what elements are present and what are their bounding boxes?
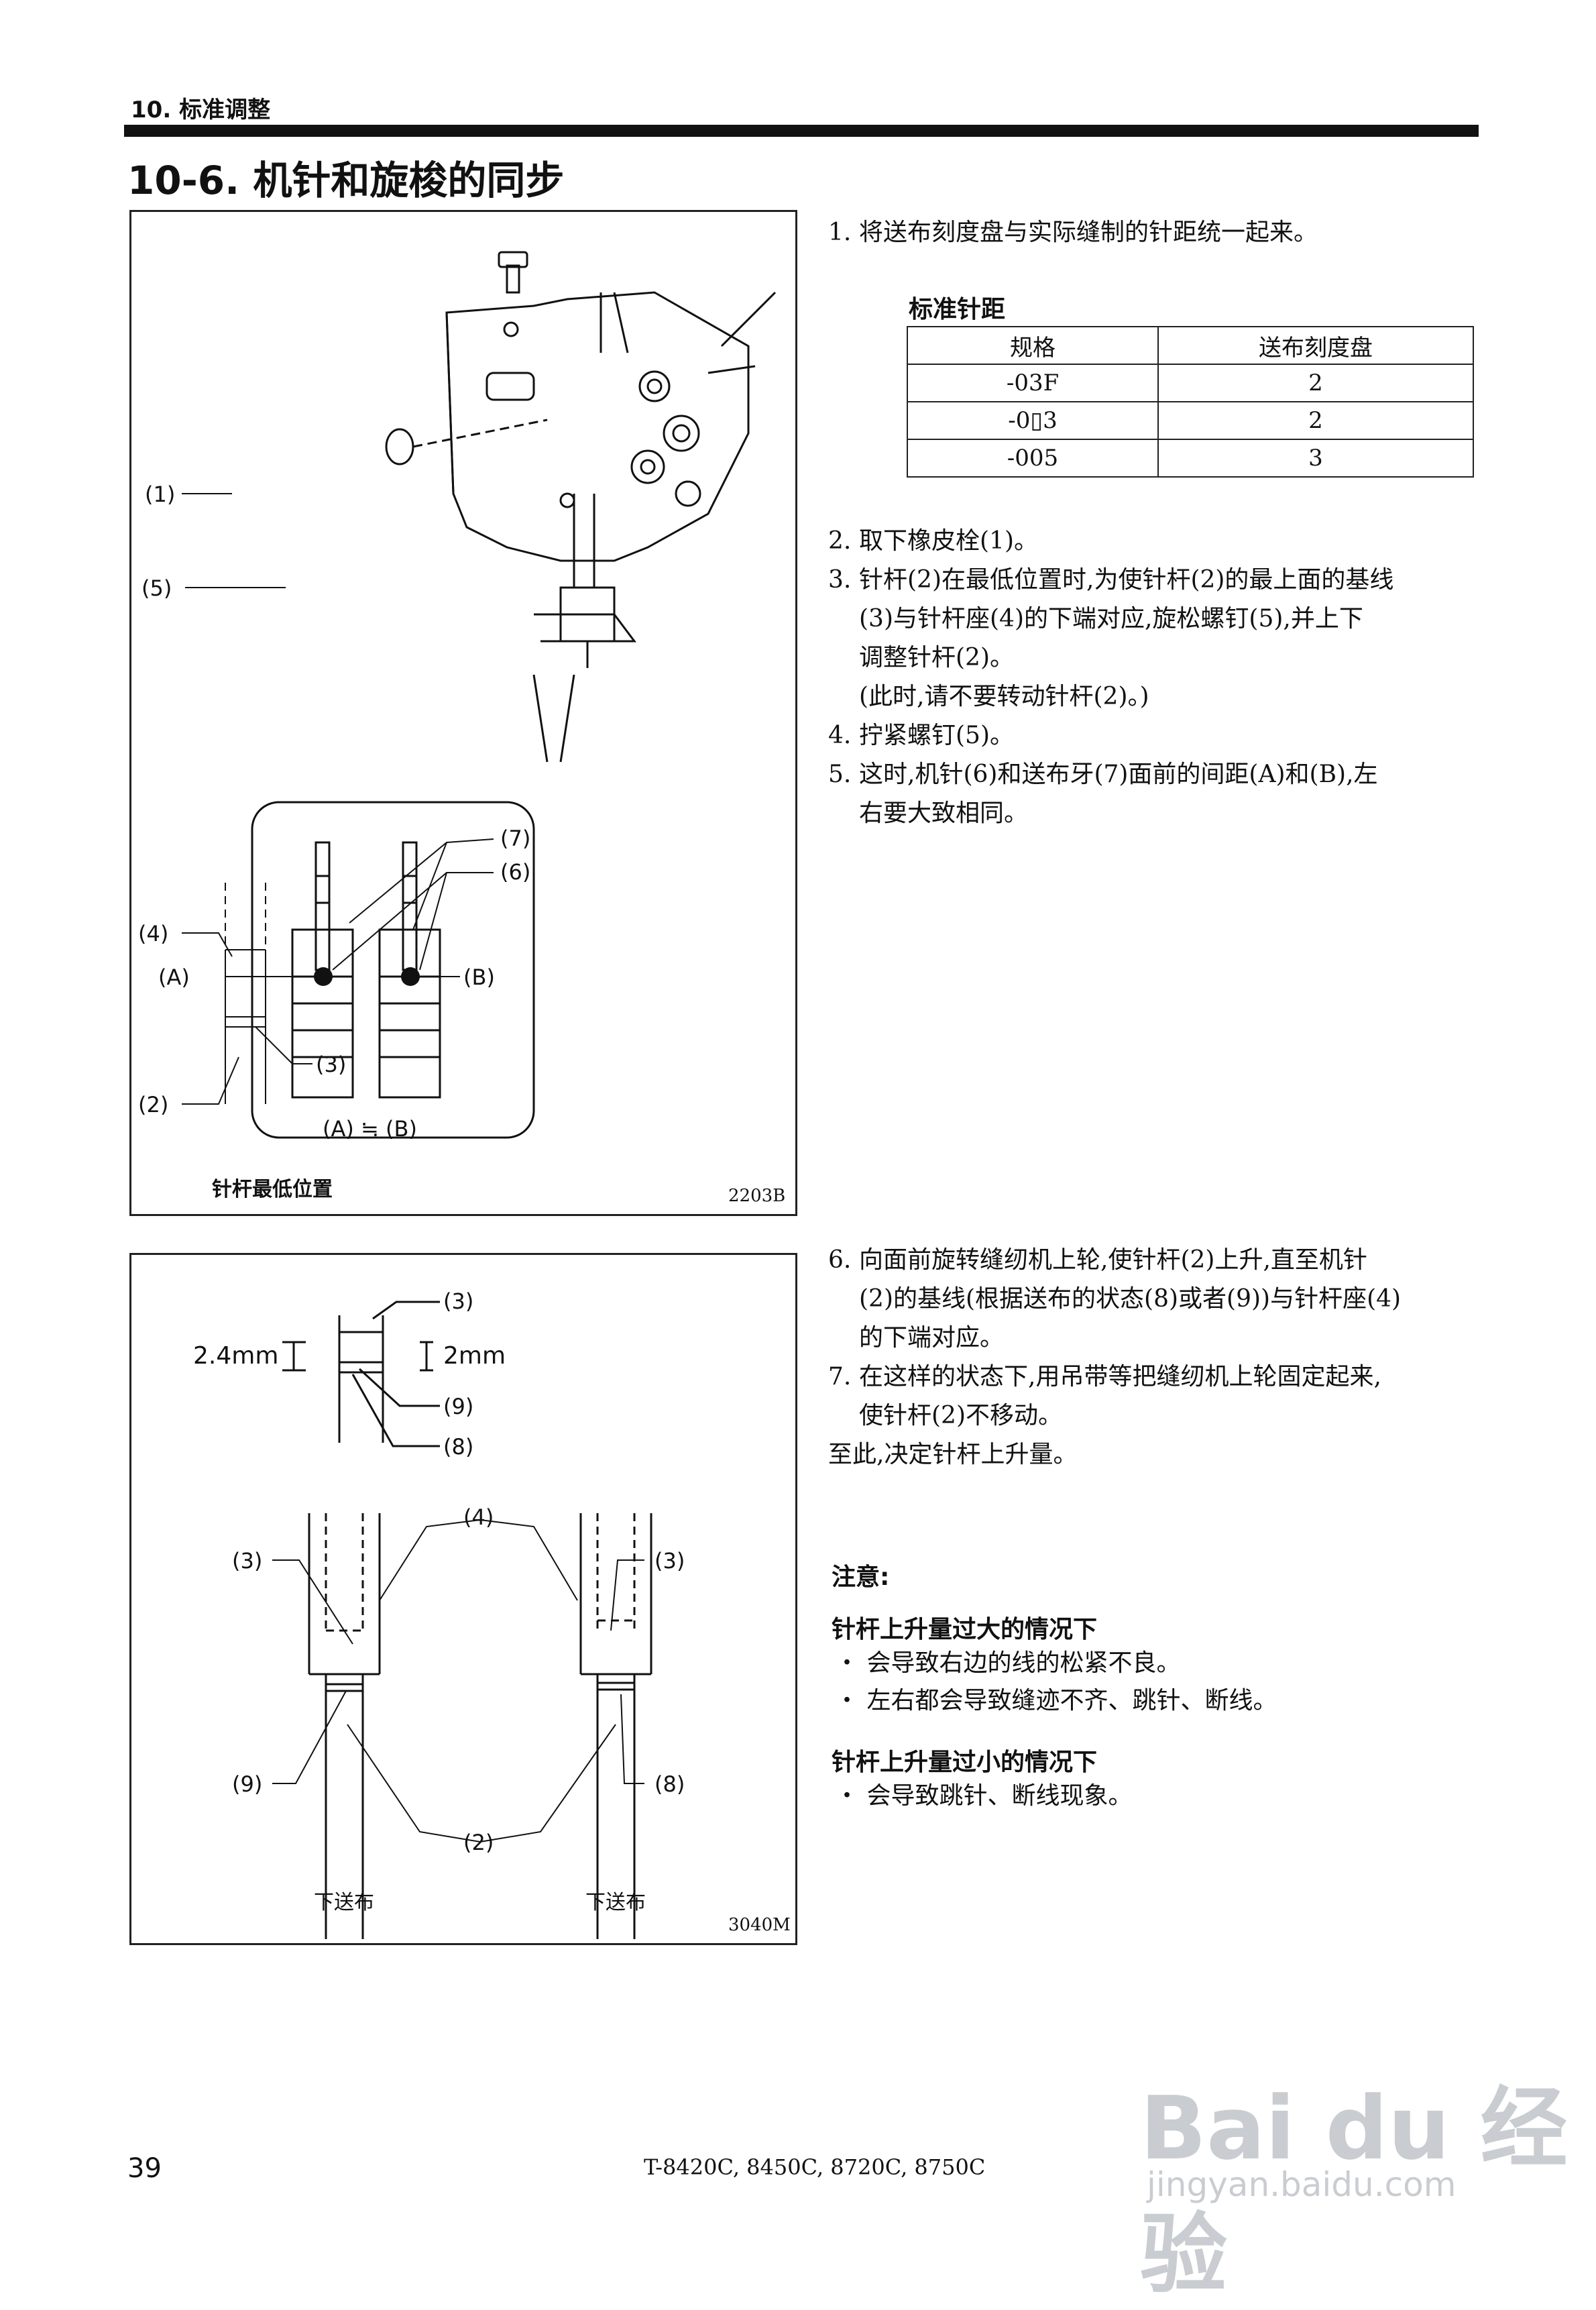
table-row: -005 3 [907,439,1474,478]
table-header: 规格 [907,326,1159,365]
model-numbers: T-8420C, 8450C, 8720C, 8750C [644,2154,986,2180]
step-5: 5.这时,机针(6)和送布牙(7)面前的间距(A)和(B),左 [828,761,1378,788]
callout-2: (2) [138,1092,168,1117]
needle-right-dot [401,967,420,986]
callout-a: (A) [158,965,190,990]
steps-2-to-5: 2.取下橡皮栓(1)。 3.针杆(2)在最低位置时,为使针杆(2)的最上面的基线… [828,522,1472,833]
notes-title: 注意: [832,1563,890,1591]
spec-table: 规格 送布刻度盘 -03F 2 -0▯3 2 -005 3 [907,326,1474,478]
dim-left: 2.4mm [193,1342,278,1370]
list-item: ・ 左右都会导致缝迹不齐、跳针、断线。 [835,1687,1277,1714]
needle-bar-rise-diagram: 2.4mm 2mm (3) (9) (8) (4) (3) (3) (9) (8… [193,1288,685,1939]
notes-case1-title: 针杆上升量过大的情况下 [832,1616,1098,1643]
caption-left: 下送布 [314,1891,374,1914]
table-header: 送布刻度盘 [1157,326,1474,365]
callout-3-top: (3) [443,1288,473,1314]
list-item: ・ 会导致跳针、断线现象。 [835,1782,1133,1810]
step-6: 6.向面前旋转缝纫机上轮,使针杆(2)上升,直至机针 [828,1246,1367,1274]
callout-9-left: (9) [232,1771,262,1797]
callout-6: (6) [500,859,530,885]
table-row: -03F 2 [907,364,1474,402]
page-number: 39 [127,2153,162,2184]
conclusion: 至此,决定针杆上升量。 [828,1441,1078,1468]
callout-8-right: (8) [654,1771,685,1797]
step-2: 2.取下橡皮栓(1)。 [828,527,1038,555]
callout-9-top: (9) [443,1394,473,1419]
callout-2: (2) [463,1830,494,1855]
notes-case1-list: ・ 会导致右边的线的松紧不良。 ・ 左右都会导致缝迹不齐、跳针、断线。 [835,1645,1465,1720]
spec-table-title: 标准针距 [909,296,1006,323]
list-item: ・ 会导致右边的线的松紧不良。 [835,1649,1181,1677]
figure-needle-lowest-position: (1) (5) (7) (6) (A) (B) (4) (3) (2) (A) … [129,210,797,1216]
step-1: 1.将送布刻度盘与实际缝制的针距统一起来。 [828,219,1318,246]
callout-4: (4) [463,1504,494,1530]
figure2-code: 3040M [728,1915,791,1935]
callout-1: (1) [145,482,175,507]
step-4: 4.拧紧螺钉(5)。 [828,722,1014,749]
callout-7: (7) [500,826,530,851]
figure1-code: 2203B [728,1186,786,1206]
dim-right: 2mm [443,1342,506,1370]
baidu-watermark-url: jingyan.baidu.com [1147,2165,1457,2204]
figure1-caption: 针杆最低位置 [212,1178,333,1201]
figure-needle-bar-rise: 2.4mm 2mm (3) (9) (8) (4) (3) (3) (9) (8… [129,1253,797,1945]
inset-relation: (A) ≒ (B) [323,1116,417,1142]
step-3: 3.针杆(2)在最低位置时,为使针杆(2)的最上面的基线 [828,566,1394,594]
callout-4: (4) [138,921,168,946]
machine-head-illustration: (1) (5) (7) (6) (A) (B) (4) (3) (2) (A) … [138,251,777,1142]
notes-case2-list: ・ 会导致跳针、断线现象。 [835,1777,1465,1815]
steps-6-to-7: 6.向面前旋转缝纫机上轮,使针杆(2)上升,直至机针 (2)的基线(根据送布的状… [828,1241,1472,1474]
callout-3: (3) [316,1052,346,1077]
callout-3-right: (3) [654,1548,685,1574]
step-7: 7.在这样的状态下,用吊带等把缝纫机上轮固定起来, [828,1363,1381,1390]
callout-5: (5) [141,575,172,601]
header-rule [124,125,1479,137]
needle-left-dot [314,967,333,986]
page-title: 10-6. 机针和旋梭的同步 [127,158,565,203]
callout-3-left: (3) [232,1548,262,1574]
section-header-label: 10. 标准调整 [131,97,271,123]
callout-b: (B) [463,965,495,990]
notes-case2-title: 针杆上升量过小的情况下 [832,1749,1098,1776]
callout-8-top: (8) [443,1434,473,1460]
table-row: -0▯3 2 [907,401,1474,440]
caption-right: 下送布 [585,1891,646,1914]
